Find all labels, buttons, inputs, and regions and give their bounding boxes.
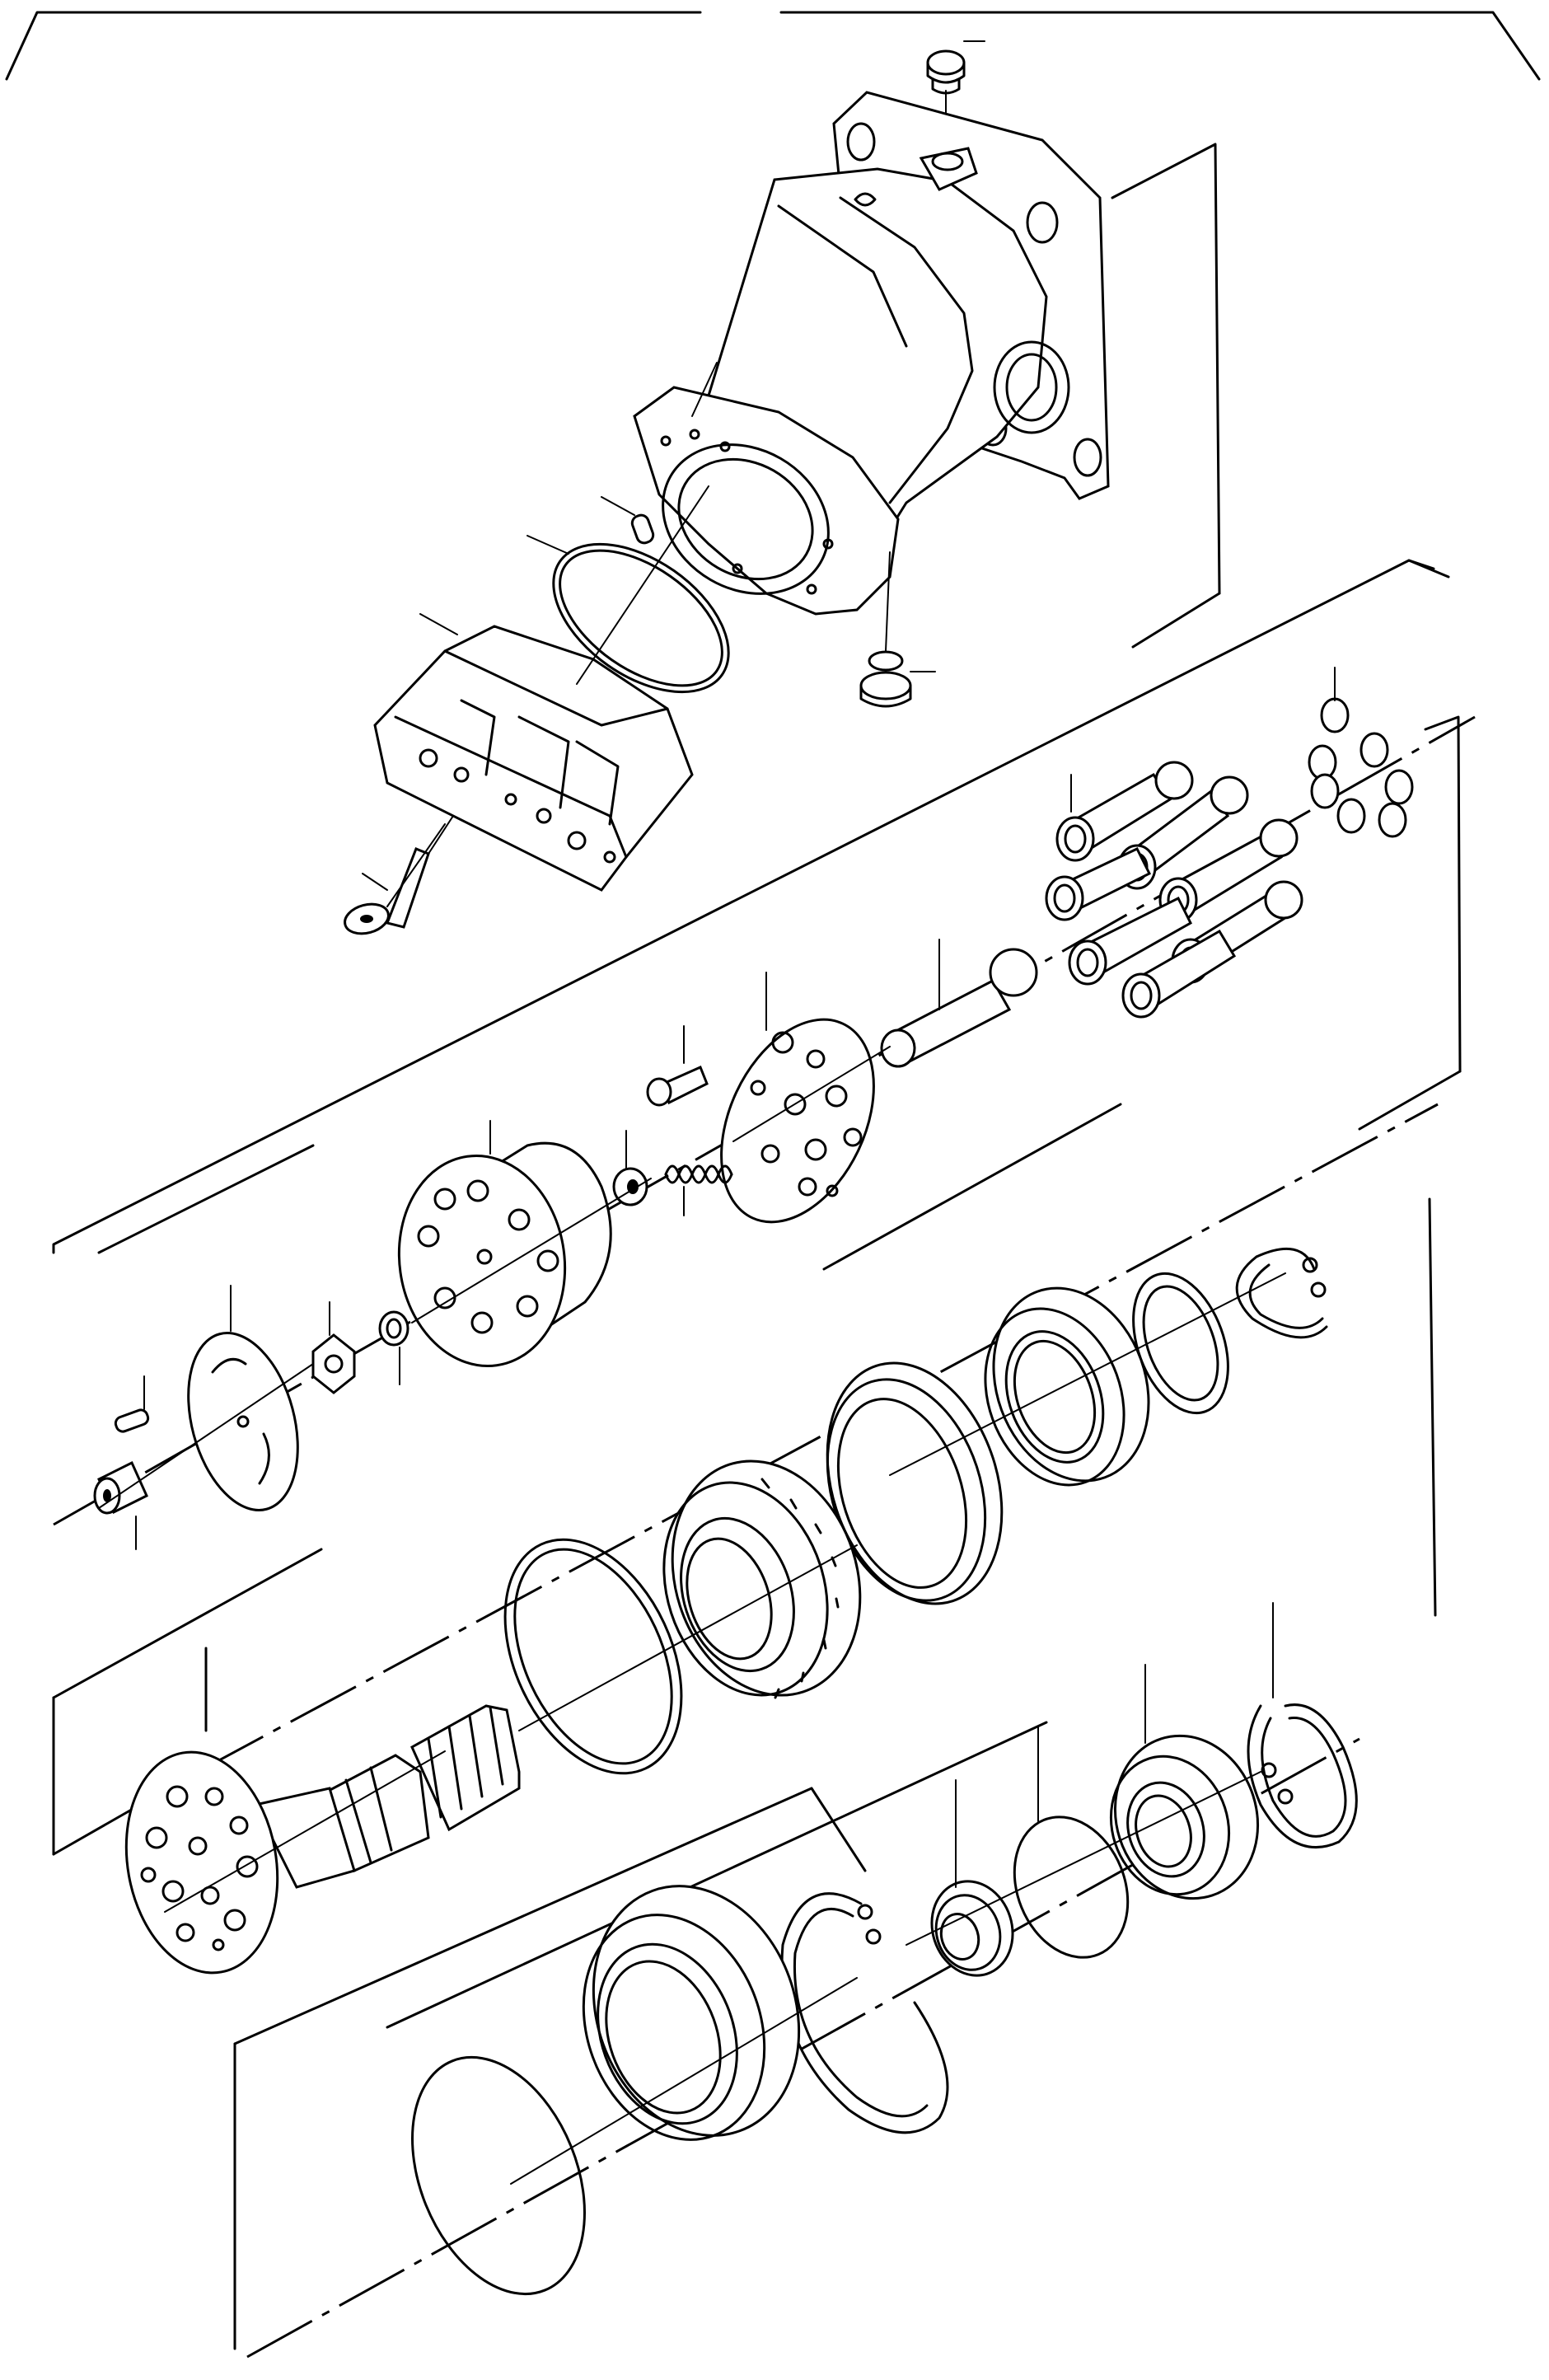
snap-ring xyxy=(1235,1247,1328,1339)
o-ring-small xyxy=(1013,1726,1130,1959)
nut xyxy=(311,1301,356,1394)
valve-plate xyxy=(187,1285,299,1511)
o-ring xyxy=(526,535,730,694)
cylinder-block xyxy=(397,1120,612,1368)
spring-seat xyxy=(612,1130,648,1206)
pistons xyxy=(1045,761,1303,1019)
shaft-seal xyxy=(930,1779,1014,1977)
retaining-screw xyxy=(646,1025,709,1107)
drive-shaft xyxy=(124,1704,521,1975)
pin xyxy=(601,496,655,545)
center-pin xyxy=(880,939,1038,1068)
shim xyxy=(503,1538,683,1775)
ball-bearing xyxy=(984,1286,1150,1487)
frame-top xyxy=(5,11,1541,81)
o-ring-large xyxy=(411,2055,586,2296)
piston-shoes xyxy=(1308,667,1414,838)
plug-screw-top xyxy=(926,40,985,141)
motor-housing xyxy=(633,91,1110,616)
roller-bearing xyxy=(662,1459,862,1699)
plug-screw-bottom xyxy=(859,551,936,708)
shaft-group-bracket xyxy=(52,1103,1439,1856)
spring xyxy=(664,1164,733,1216)
rotary-group-bracket xyxy=(52,559,1476,1526)
seal-ring-2 xyxy=(826,1361,1004,1605)
circlip xyxy=(780,1892,949,2134)
dowel-pin xyxy=(114,1375,150,1433)
retaining-plate xyxy=(720,972,875,1224)
housing-group-bracket xyxy=(1111,143,1221,649)
washer xyxy=(378,1310,409,1385)
port-plate-housing xyxy=(373,613,694,892)
seal-cover xyxy=(582,1885,801,2141)
axis-lines xyxy=(98,485,1286,2185)
seal-carrier xyxy=(1109,1664,1260,1900)
socket-head-bolt xyxy=(344,815,454,935)
lock-ring xyxy=(1247,1602,1358,1849)
